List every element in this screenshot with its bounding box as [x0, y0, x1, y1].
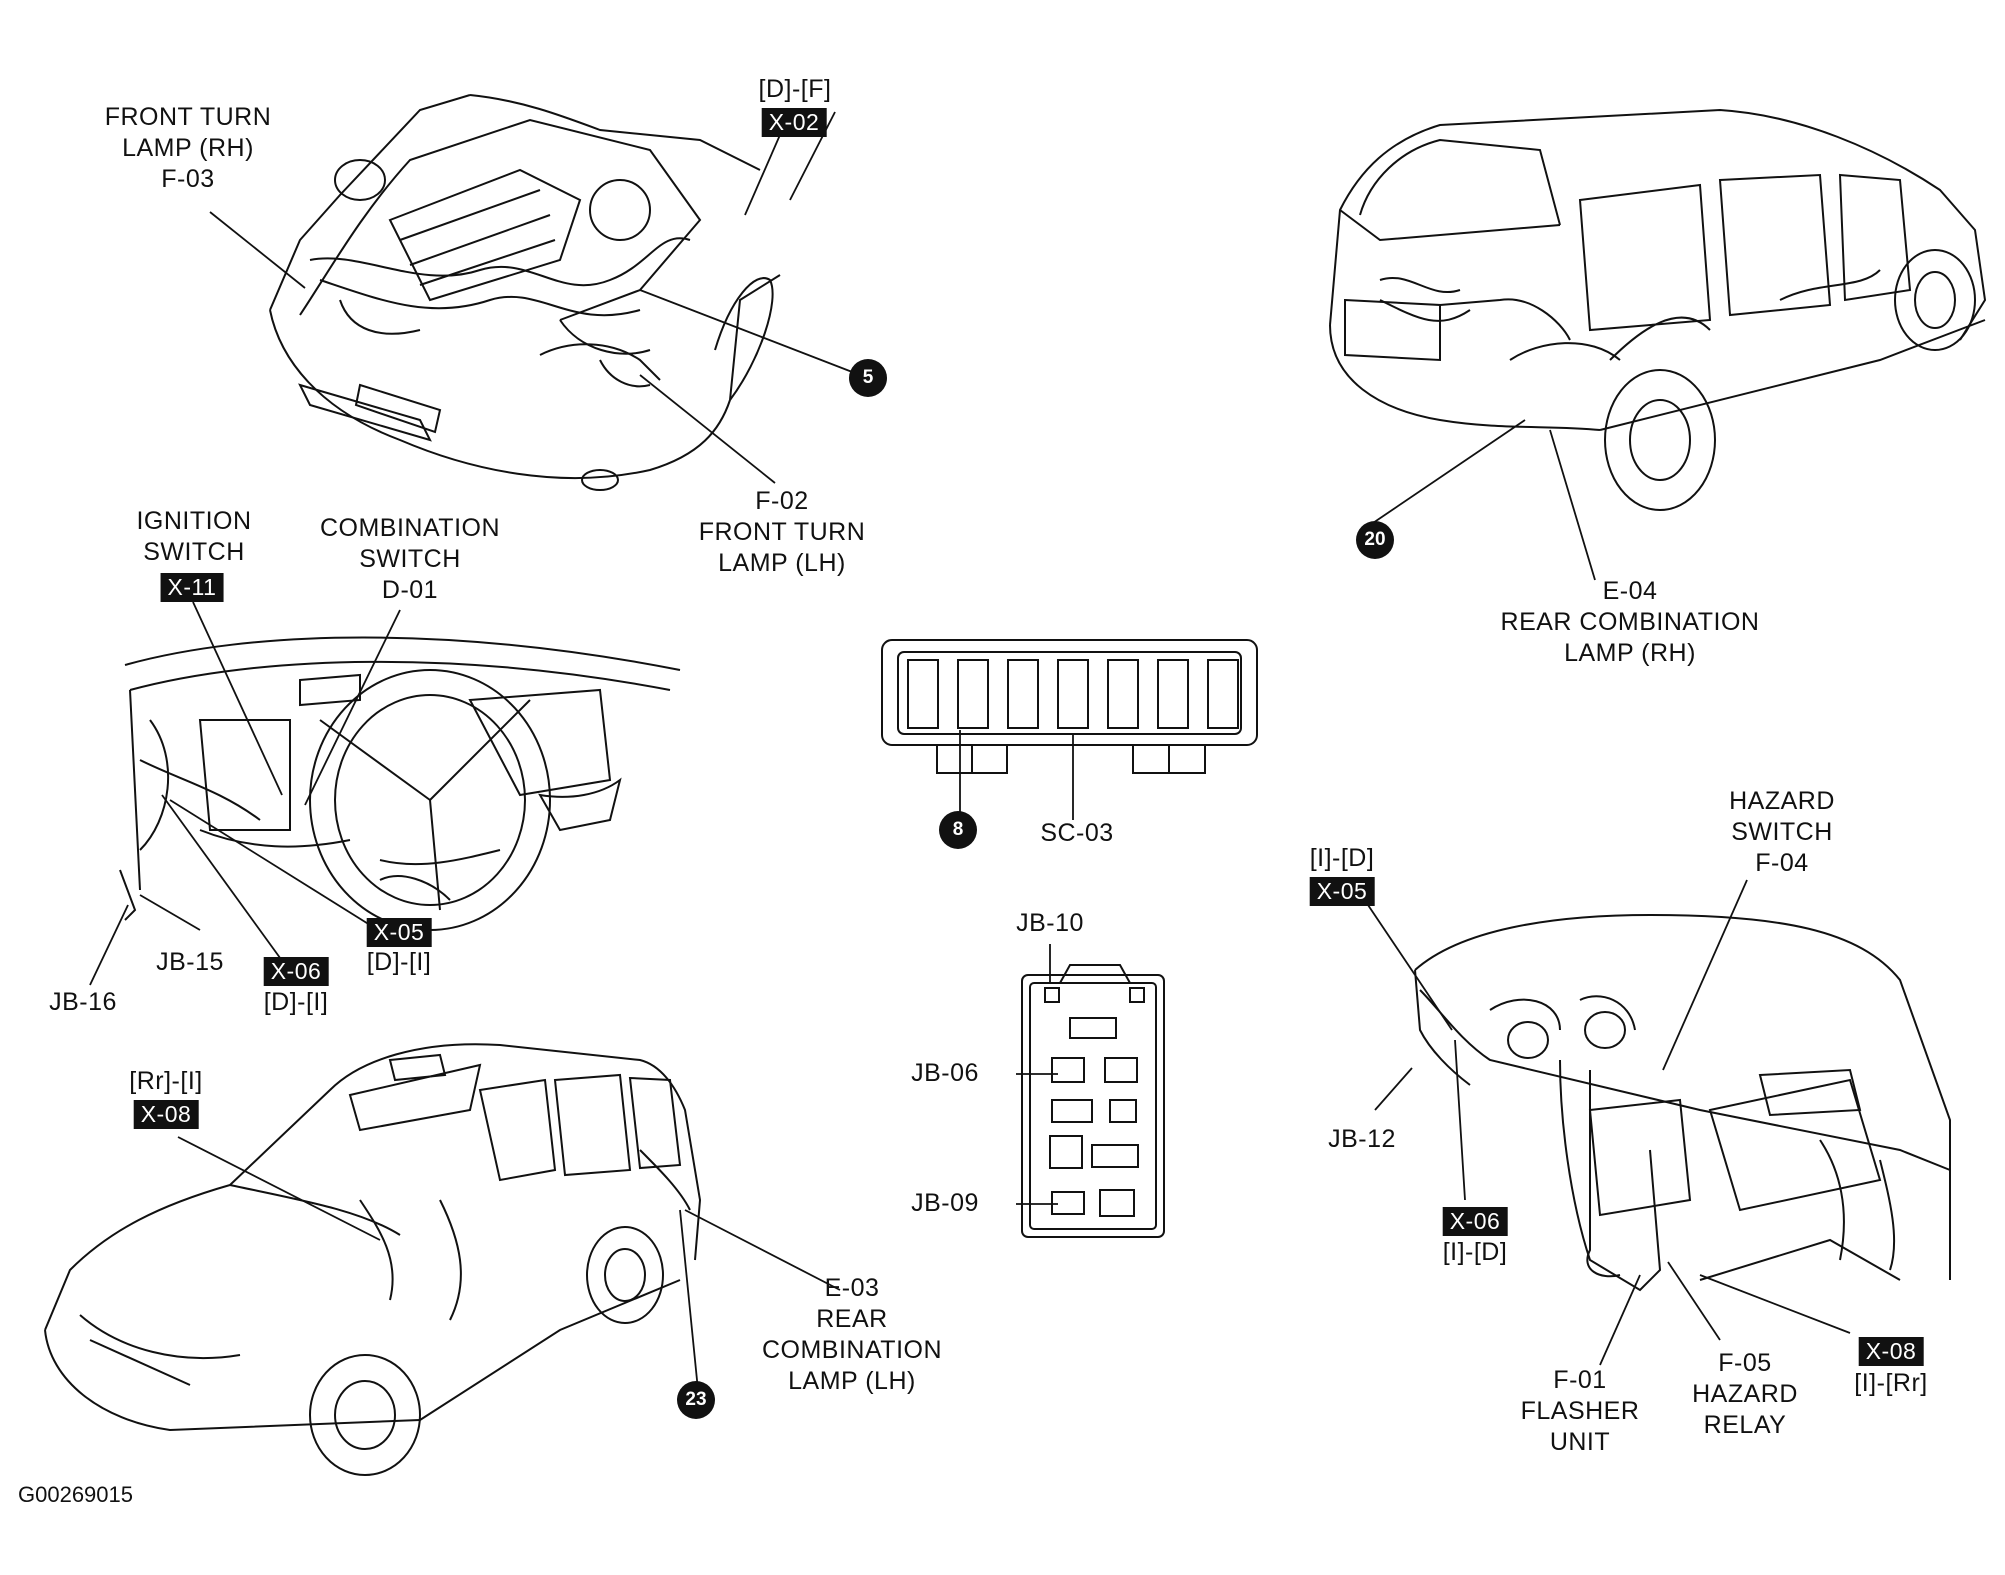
x06-left-range: [D]-[I] [263, 988, 329, 1016]
x02-badge: X-02 [761, 108, 827, 137]
jb10-label: JB-10 [1016, 909, 1084, 937]
front-turn-lamp-lh-label: F-02 FRONT TURN LAMP (LH) [699, 486, 866, 579]
jb06-label: JB-06 [911, 1059, 979, 1087]
ignition-line1: IGNITION [136, 507, 252, 535]
engine-bay-illustration [269, 94, 781, 491]
combination-switch-code: D-01 [381, 576, 439, 604]
instrument-panel-illustration [1414, 913, 1951, 1292]
front-turn-lh-code: F-02 [755, 487, 809, 515]
x05-right-range: [I]-[D] [1309, 844, 1375, 872]
x08-right-badge: X-08 [1858, 1337, 1924, 1366]
sc03-slots [907, 659, 1239, 729]
ignition-switch-label: IGNITION SWITCH [136, 506, 251, 568]
x08-left-range: [Rr]-[I] [129, 1067, 203, 1095]
hazard-switch-code: F-04 [1755, 849, 1809, 877]
sc03-label: SC-03 [1040, 819, 1114, 847]
rear-combination-lamp-rh-label: E-04 REAR COMBINATION LAMP (RH) [1501, 576, 1760, 669]
rear-comb-lh-line1: REAR [816, 1305, 888, 1333]
x06-right-range: [I]-[D] [1442, 1238, 1508, 1266]
hazard-switch-label: HAZARD SWITCH F-04 [1729, 786, 1835, 879]
rear-combination-lamp-lh-label: E-03 REAR COMBINATION LAMP (LH) [762, 1273, 942, 1397]
combination-switch-line1: COMBINATION [319, 514, 501, 542]
combination-switch-label: COMBINATION SWITCH D-01 [320, 513, 500, 606]
combination-switch-line2: SWITCH [359, 545, 461, 573]
x06-left-badge: X-06 [263, 957, 329, 986]
front-turn-rh-code: F-03 [161, 165, 215, 193]
rear-van-illustration [1329, 108, 1987, 511]
hazard-relay-line2: RELAY [1703, 1411, 1787, 1439]
front-turn-lh-line1: FRONT TURN [698, 518, 866, 546]
flasher-unit-label: F-01 FLASHER UNIT [1521, 1365, 1640, 1458]
hazard-relay-line1: HAZARD [1692, 1380, 1798, 1408]
marker-8: 8 [939, 811, 977, 849]
figure-code: G00269015 [18, 1482, 133, 1507]
hazard-relay-code: F-05 [1718, 1349, 1772, 1377]
x06-right-badge: X-06 [1442, 1207, 1508, 1236]
steering-dash-illustration [119, 636, 681, 931]
jb16-label: JB-16 [49, 988, 117, 1016]
x05-left-range: [D]-[I] [366, 948, 432, 976]
x08-right-range: [I]-[Rr] [1854, 1369, 1928, 1397]
x02-range: [D]-[F] [758, 75, 832, 103]
sc03-connector-illustration [881, 639, 1258, 774]
front-turn-lh-line2: LAMP (LH) [718, 549, 846, 577]
ignition-line2: SWITCH [143, 538, 245, 566]
junction-block-illustration [1021, 964, 1165, 1238]
x11-badge: X-11 [160, 573, 224, 602]
rear-comb-rh-line1: REAR COMBINATION [1500, 608, 1760, 636]
jb09-label: JB-09 [911, 1189, 979, 1217]
marker-23: 23 [677, 1381, 715, 1419]
front-van-illustration [44, 1043, 702, 1476]
leader-lines [89, 111, 1851, 1391]
front-turn-rh-line2: LAMP (RH) [122, 134, 254, 162]
jb12-label: JB-12 [1328, 1125, 1396, 1153]
x05-left-badge: X-05 [366, 918, 432, 947]
x08-left-badge: X-08 [133, 1100, 199, 1129]
flasher-line1: FLASHER [1520, 1397, 1640, 1425]
marker-20: 20 [1356, 521, 1394, 559]
x05-right-badge: X-05 [1309, 877, 1375, 906]
front-turn-rh-line1: FRONT TURN [104, 103, 272, 131]
marker-5: 5 [849, 359, 887, 397]
hazard-switch-line2: SWITCH [1731, 818, 1833, 846]
rear-comb-lh-line2: COMBINATION [761, 1336, 943, 1364]
jb15-label: JB-15 [156, 948, 224, 976]
rear-comb-lh-code: E-03 [824, 1274, 880, 1302]
hazard-switch-line1: HAZARD [1729, 787, 1835, 815]
front-turn-lamp-rh-label: FRONT TURN LAMP (RH) F-03 [105, 102, 272, 195]
flasher-line2: UNIT [1549, 1428, 1611, 1456]
rear-comb-lh-line3: LAMP (LH) [788, 1367, 916, 1395]
flasher-code: F-01 [1553, 1366, 1607, 1394]
rear-comb-rh-line2: LAMP (RH) [1564, 639, 1696, 667]
hazard-relay-label: F-05 HAZARD RELAY [1692, 1348, 1798, 1441]
rear-comb-rh-code: E-04 [1602, 577, 1658, 605]
